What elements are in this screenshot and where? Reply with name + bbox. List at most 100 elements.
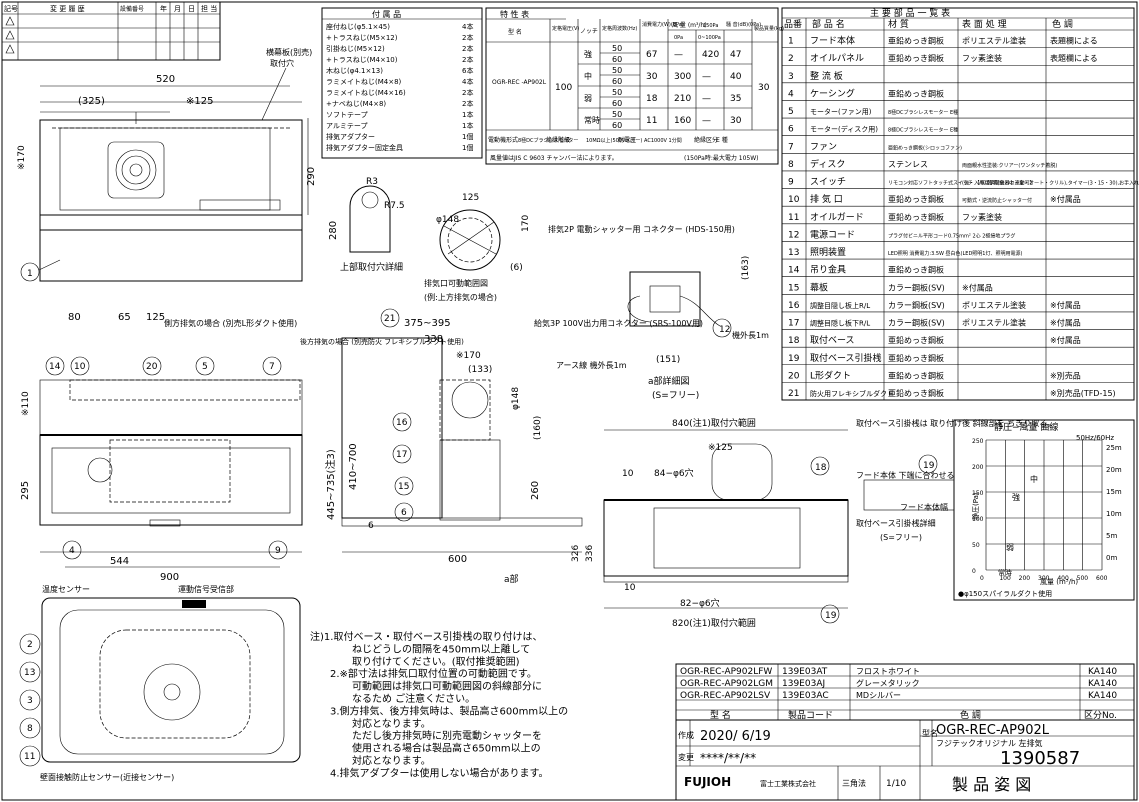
spec-hz: 60 [612, 77, 622, 86]
curve-x-tick: 100 [999, 575, 1011, 582]
callout-under-circle [19, 689, 41, 711]
spec-note2: (150Pa時:最大電力 105W) [684, 154, 758, 162]
accessory-qty: 2本 [462, 44, 473, 53]
variant-header: 製品コード [788, 709, 833, 721]
label-proximity: 壁面接触防止センサー(近接センサー) [40, 772, 174, 782]
spec-hz: 60 [612, 99, 622, 108]
callout-front: 9 [275, 546, 281, 556]
accessory-name: 座付ねじ(φ5.1×45) [326, 22, 390, 31]
accessory-name: 木ねじ(φ4.1×13) [326, 66, 383, 75]
spec-hz: 50 [612, 66, 622, 75]
variant-header: 色 調 [960, 709, 981, 721]
spec-motor-cell: AC1000V 1分間 [644, 137, 682, 144]
callout-side: 15 [398, 482, 409, 492]
label-len1m: 機外長1m [732, 330, 769, 340]
curve-x-tick: 0 [980, 575, 984, 582]
parts-material: 亜鉛めっき鋼板 [888, 335, 944, 345]
note-line: 3.側方排気、後方排気時は、製品高さ600mm以上の [330, 704, 568, 717]
parts-color: ※付属品 [1050, 194, 1081, 204]
title-model-label: 型名 [922, 728, 938, 738]
parts-name: 幕板 [810, 281, 828, 293]
label-upper-hole: 上部取付穴詳細 [340, 261, 403, 273]
curve-hz: 50Hz/60Hz [1076, 434, 1114, 442]
dim-65: 65 [118, 312, 131, 323]
performance-curve: 静圧−風量 曲線 50Hz/60Hz 静圧(Pa) 風量 (m³/h) ●φ15… [953, 419, 1135, 601]
label-hood-width: フード本体幅 [900, 502, 948, 512]
connector-detail: 排気2P 電動シャッター用 コネクター (HDS-150用) 給気3P 100V… [534, 224, 769, 401]
parts-name: スイッチ [810, 177, 846, 188]
parts-material: 亜鉛めっき鋼板 [888, 265, 944, 275]
spec-motor-cell: E [566, 137, 570, 144]
upper-hole-detail: R3 R7.5 280 上部取付穴詳細 [328, 177, 405, 273]
title-drawing-type: 製 品 姿 図 [952, 775, 1031, 794]
revision-block: 記号 変 更 履 歴 設備番号 年 月 日 担 当 [1, 1, 221, 61]
label-a-detail: a部詳細図 [648, 375, 690, 387]
dim-375: 375~395 [404, 318, 451, 329]
spec-model: OGR-REC -AP902L [492, 79, 547, 86]
curve-pipe-label: 10m [1106, 510, 1122, 518]
parts-name: 取付ベース [810, 335, 855, 346]
spec-noise: 35 [730, 94, 741, 104]
spec-hz: 50 [612, 110, 622, 119]
rev-header-year: 年 [160, 4, 167, 13]
spec-sub-range: 0~100Pa [698, 35, 721, 41]
parts-no: 2 [788, 54, 794, 64]
callout-side-circle [394, 502, 414, 522]
parts-material: カラー鋼板(SV) [888, 300, 945, 310]
dim-163: (163) [741, 256, 751, 280]
variant-code: 139E03AJ [782, 679, 825, 689]
callout-under: 3 [27, 696, 33, 706]
parts-name: ケーシング [810, 87, 855, 99]
dim-325: (325) [78, 96, 105, 107]
variant-model: OGR-REC-AP902LSV [680, 691, 771, 701]
callout-front-circle [268, 540, 288, 560]
dim-410: 410~700 [348, 443, 359, 490]
parts-material: プラグ付ビニル平形コード0.75mm² 2心 2極接地プラグ [888, 232, 1015, 239]
parts-color: ※付属品 [1050, 318, 1081, 328]
accessories-table: 付 属 品 [321, 7, 483, 159]
spec-watt: 67 [646, 50, 657, 60]
parts-name: モーター(ファン用) [810, 107, 872, 116]
parts-color: ※別売品 [1050, 370, 1081, 380]
callout-side: 21 [384, 314, 395, 324]
title-date-label: 作成 [678, 730, 694, 740]
note-line: 2.※部寸法は排気口取付位置の可動範囲です。 [330, 667, 537, 680]
variant-model: OGR-REC-AP902LGM [680, 679, 773, 689]
rev-header-history: 変 更 履 歴 [50, 4, 85, 13]
dim-820: 820(注1)取付穴範囲 [672, 617, 756, 629]
variant-color: グレーメタリック [856, 678, 920, 688]
parts-finish: (強・入/切,照明(全・中・全・オート・クリル),タイマー(3・15・30),お… [962, 180, 1139, 187]
dim-125: ※125 [186, 96, 213, 107]
variant-color: MDシルバー [856, 691, 901, 700]
rev-header-month: 月 [174, 5, 181, 13]
accessory-qty: 1本 [462, 121, 473, 130]
spec-note: 風量値はJIS C 9603 チャンバー法によります。 [490, 154, 618, 162]
exhaust-range: φ148 125 170 (6) 排気口可動範囲図 (例:上方排気の場合) [424, 193, 531, 302]
parts-header: 色 調 [1052, 18, 1073, 30]
curve-x-tick: 300 [1038, 575, 1050, 582]
accessory-name: ソフトテープ [326, 111, 368, 119]
curve-pipe-label: 15m [1106, 488, 1122, 496]
dim-10b: 10 [624, 583, 636, 593]
spec-flow-b: — [702, 72, 711, 82]
dim-600: 600 [448, 554, 467, 565]
label-hood-body: フード本体 下端に合わせる [856, 470, 955, 480]
parts-header: 部 品 名 [812, 18, 845, 30]
curve-strong: 強 [1012, 492, 1020, 502]
parts-finish: 可動式・逆流防止シャッター付 [962, 197, 1032, 204]
note-line: なるため ご注意ください。 [352, 692, 475, 705]
label-rear-exhaust: 後方排気の場合 (別売防火 フレキシブルダクト使用) [300, 337, 464, 346]
label-s-free2: (S=フリー) [880, 533, 922, 542]
label-link-receiver: 運動信号受信部 [178, 584, 234, 594]
spec-motor-cell: 電動機形式 [488, 136, 518, 144]
svg-text:1: 1 [27, 269, 33, 279]
underside-view: 温度センサー 運動信号受信部 壁面接触防止センサー(近接センサー) [40, 584, 301, 782]
spec-watt: 30 [646, 72, 658, 82]
spec-noise: 47 [730, 50, 741, 60]
callout-side-circle [394, 476, 414, 496]
callout-front: 10 [74, 362, 86, 372]
parts-color: ※付属品 [1050, 335, 1081, 345]
